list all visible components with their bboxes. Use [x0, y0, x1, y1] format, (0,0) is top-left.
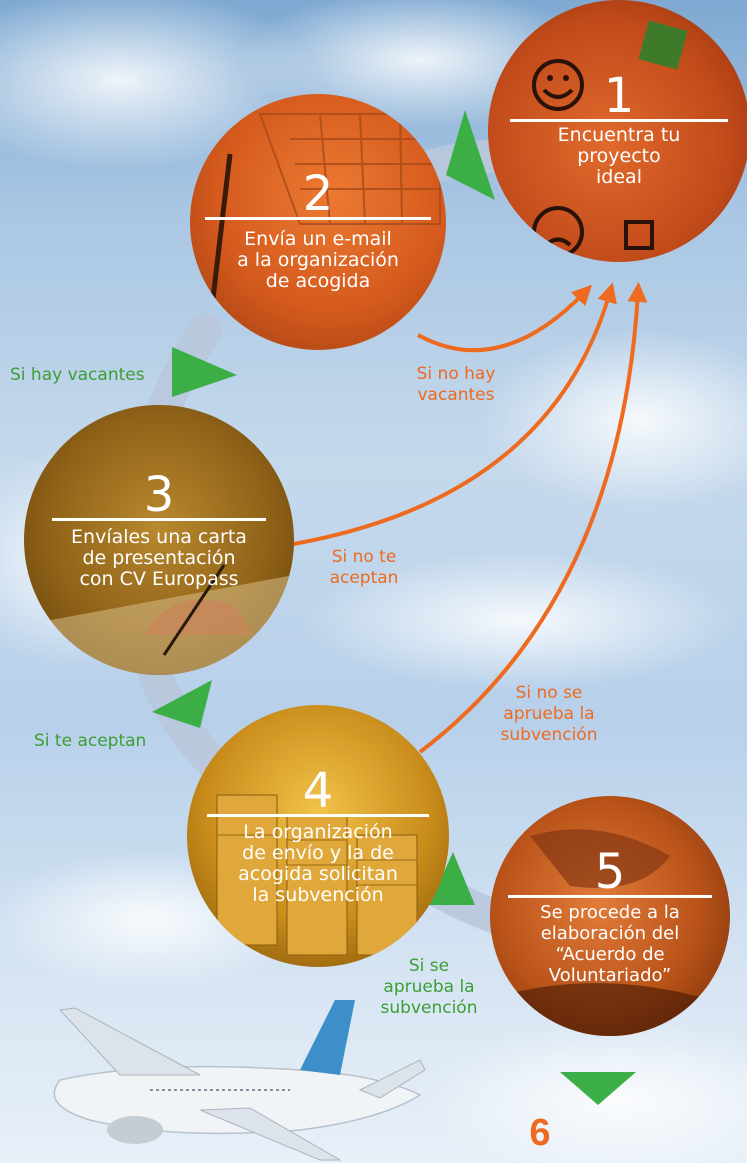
step-4-circle: 4 La organización de envío y la de acogi… [187, 705, 449, 967]
label-si-te-aceptan: Si te aceptan [34, 731, 146, 752]
step-1-number: 1 [488, 72, 747, 120]
step-4-divider [207, 814, 429, 817]
step-1-divider [510, 119, 728, 122]
label-si-se-aprueba: Si se aprueba la subvención [368, 956, 490, 1019]
step-5-text: Se procede a la elaboración del “Acuerdo… [490, 902, 730, 986]
step-2-circle: 2 Envía un e-mail a la organización de a… [190, 94, 446, 350]
keyboard-image [190, 94, 446, 350]
step-5-circle: 5 Se procede a la elaboración del “Acuer… [490, 796, 730, 1036]
step-5-number: 5 [490, 848, 730, 896]
step-3-circle: 3 Envíales una carta de presentación con… [24, 405, 294, 675]
step-2-number: 2 [190, 170, 446, 218]
step-4-number: 4 [187, 767, 449, 815]
step-3-divider [52, 518, 266, 521]
step-4-text: La organización de envío y la de acogida… [187, 822, 449, 906]
step-1-text: Encuentra tu proyecto ideal [488, 125, 747, 188]
step-5-divider [508, 895, 712, 898]
step-3-number: 3 [24, 471, 294, 519]
step-1-circle: 1 Encuentra tu proyecto ideal [488, 0, 747, 262]
label-si-no-te-aceptan: Si no te aceptan [316, 547, 412, 589]
step-6-number: 6 [514, 1112, 566, 1154]
label-si-hay-vacantes: Si hay vacantes [10, 365, 145, 386]
label-si-no-se-aprueba: Si no se aprueba la subvención [484, 683, 614, 746]
step-2-divider [205, 217, 431, 220]
airplane-illustration [54, 1000, 425, 1160]
step-3-text: Envíales una carta de presentación con C… [24, 527, 294, 590]
step-2-text: Envía un e-mail a la organización de aco… [190, 229, 446, 292]
label-si-no-hay-vacantes: Si no hay vacantes [404, 364, 508, 406]
